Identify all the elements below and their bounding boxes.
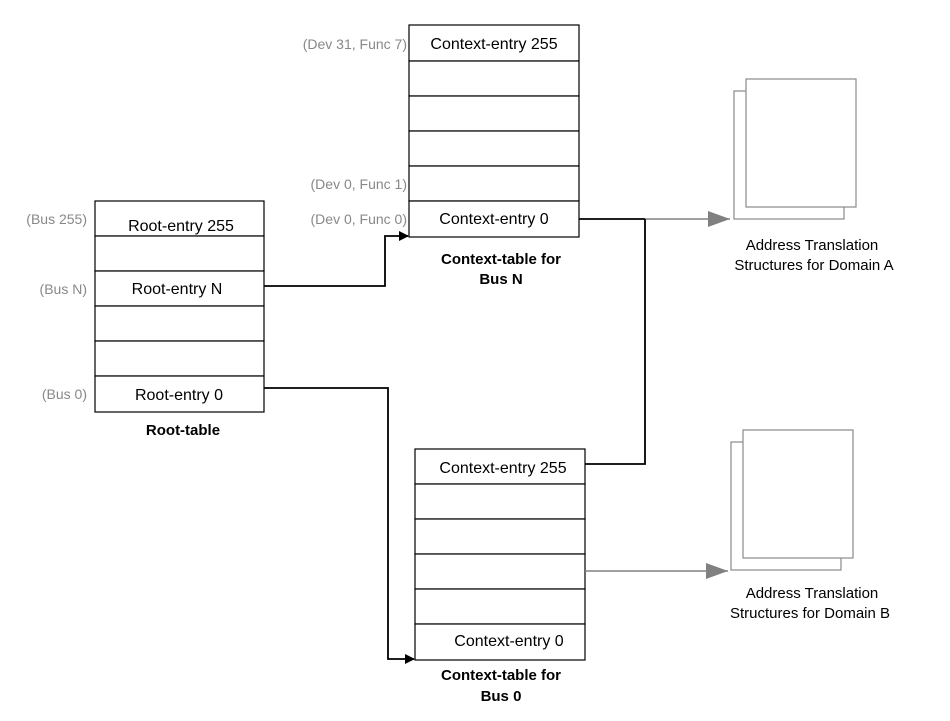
context-entry-cell [414, 588, 586, 625]
root-table: Root-entry 255 Root-entry N Root-entry 0… [26, 200, 265, 439]
dev-func-label: (Dev 31, Func 7) [303, 36, 407, 52]
root-entry-label: Root-entry 255 [128, 218, 234, 235]
domain-b-structures: Address Translation Structures for Domai… [730, 429, 890, 622]
context-table-caption: Context-table for [441, 251, 561, 268]
document-page-icon [745, 78, 857, 208]
context-table-caption: Bus 0 [481, 688, 522, 705]
root-entry-cell [94, 375, 265, 413]
root-entry-n-pointer-arrow [264, 231, 409, 287]
document-page-icon [742, 429, 854, 559]
context-table-caption: Bus N [479, 271, 522, 288]
context-entry-label: Context-entry 255 [439, 460, 566, 477]
bus-label: (Bus N) [40, 281, 87, 297]
context-entry-label: Context-entry 255 [430, 36, 557, 53]
context-entry-cell [408, 60, 580, 97]
context-table-caption: Context-table for [441, 667, 561, 684]
context-entry-cell [408, 165, 580, 202]
context-entry-cell [414, 518, 586, 555]
context-table-bus-0: Context-entry 255 Context-entry 0 Contex… [414, 448, 586, 705]
context-entry-cell [414, 483, 586, 520]
domain-a-structures: Address Translation Structures for Domai… [733, 78, 894, 274]
root-entry-label: Root-entry 0 [135, 387, 223, 404]
context-entry-255-connector [585, 219, 646, 465]
context-entry-cell [408, 200, 580, 238]
bus-label: (Bus 0) [42, 386, 87, 402]
context-entry-cell [408, 130, 580, 167]
context-entry-cell [414, 448, 586, 485]
dev-func-label: (Dev 0, Func 1) [311, 176, 407, 192]
context-entry-label: Context-entry 0 [439, 211, 548, 228]
context-table-bus-n: Context-entry 255 Context-entry 0 (Dev 3… [303, 24, 580, 288]
root-entry-label: Root-entry N [132, 281, 223, 298]
context-entry-label: Context-entry 0 [454, 633, 563, 650]
domain-a-caption: Address Translation [746, 237, 879, 254]
root-entry-0-pointer-arrow [264, 387, 415, 664]
domain-b-caption: Address Translation [746, 585, 879, 602]
domain-a-caption: Structures for Domain A [734, 257, 893, 274]
domain-b-caption: Structures for Domain B [730, 605, 890, 622]
root-table-caption: Root-table [146, 422, 220, 439]
context-entry-cell [408, 24, 580, 62]
root-entry-cell [94, 270, 265, 307]
root-entry-cell [94, 235, 265, 272]
root-entry-cell [94, 340, 265, 377]
root-entry-cell [94, 200, 265, 237]
dev-func-label: (Dev 0, Func 0) [311, 211, 407, 227]
context-entry-cell [414, 623, 586, 661]
root-entry-cell [94, 305, 265, 342]
bus-label: (Bus 255) [26, 211, 87, 227]
context-entry-cell [414, 553, 586, 590]
context-entry-cell [408, 95, 580, 132]
